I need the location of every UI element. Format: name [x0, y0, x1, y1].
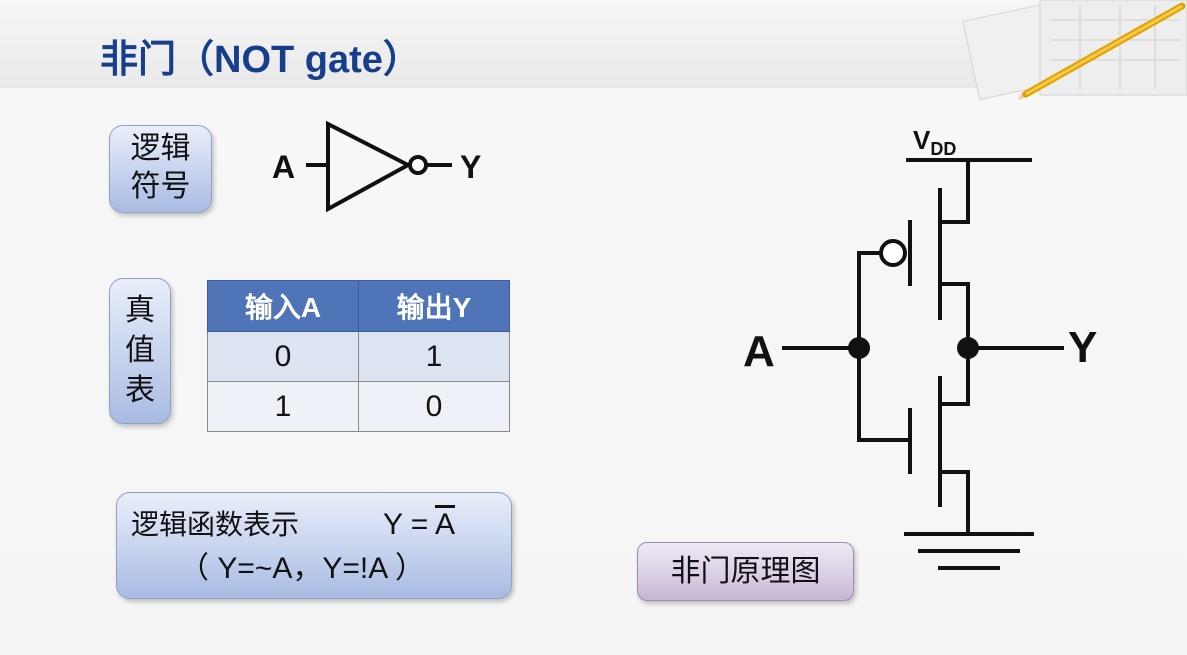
schematic-input-label: A — [743, 327, 775, 376]
logic-symbol-badge-line2: 符号 — [130, 169, 191, 204]
pencil-drawing-decoration-icon — [962, 0, 1187, 101]
logic-function-badge: 逻辑函数表示 Y = A （ Y=~A，Y=!A ） — [116, 492, 512, 599]
schematic-output-label: Y — [1068, 323, 1097, 372]
logic-function-expression: Y = A — [383, 505, 455, 545]
schematic-caption-badge: 非门原理图 — [637, 542, 854, 601]
logic-function-label: 逻辑函数表示 — [131, 508, 300, 541]
logic-symbol-badge: 逻辑 符号 — [109, 125, 212, 213]
table-cell: 0 — [207, 331, 359, 382]
not-gate-triangle-icon — [326, 120, 413, 213]
vdd-main: V — [913, 125, 931, 155]
table-row: 1 0 — [207, 381, 510, 432]
expr-negated-var: A — [435, 508, 456, 541]
truth-badge-line1: 真 — [125, 293, 155, 328]
truth-badge-line2: 值 — [125, 333, 155, 368]
logic-function-alternatives: （ Y=~A，Y=!A ） — [179, 552, 425, 585]
gate-output-label: Y — [460, 149, 481, 185]
truth-table-badge: 真 值 表 — [109, 278, 171, 424]
truth-table: 输入A 输出Y 0 1 1 0 — [207, 280, 510, 432]
input-junction-dot — [848, 337, 870, 359]
output-junction-dot — [957, 337, 979, 359]
table-cell: 1 — [207, 381, 359, 432]
truth-table-header: 输出Y — [358, 280, 510, 332]
expr-prefix: Y = — [383, 508, 436, 541]
vdd-sub: DD — [930, 139, 956, 159]
pmos-gate-bubble-icon — [879, 239, 907, 267]
truth-table-header: 输入A — [207, 280, 359, 332]
table-cell: 1 — [358, 331, 510, 382]
logic-symbol-badge-line1: 逻辑 — [130, 131, 191, 166]
page-title: 非门（NOT gate） — [100, 39, 421, 81]
table-row: 0 1 — [207, 331, 510, 382]
truth-table-header-row: 输入A 输出Y — [207, 280, 510, 332]
table-cell: 0 — [358, 381, 510, 432]
vdd-label: VDD — [913, 125, 956, 159]
truth-badge-line3: 表 — [125, 373, 155, 408]
gate-input-label: A — [272, 149, 295, 185]
